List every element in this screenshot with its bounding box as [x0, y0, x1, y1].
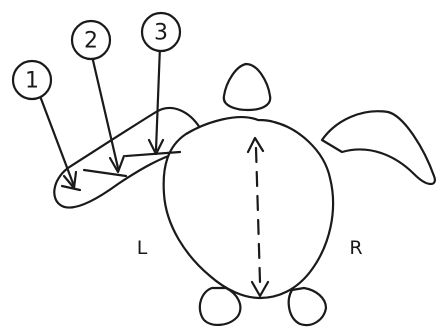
callout-3-label: 3	[154, 21, 168, 46]
callout-2-label: 2	[84, 29, 98, 54]
callout-3: 3	[142, 13, 180, 51]
callout-2: 2	[72, 21, 110, 59]
left-side-label: L	[137, 237, 148, 259]
left-rear-flipper	[200, 288, 241, 325]
right-side-label: R	[349, 237, 362, 259]
callout-1-label: 1	[25, 69, 39, 94]
callout-1: 1	[13, 61, 51, 99]
